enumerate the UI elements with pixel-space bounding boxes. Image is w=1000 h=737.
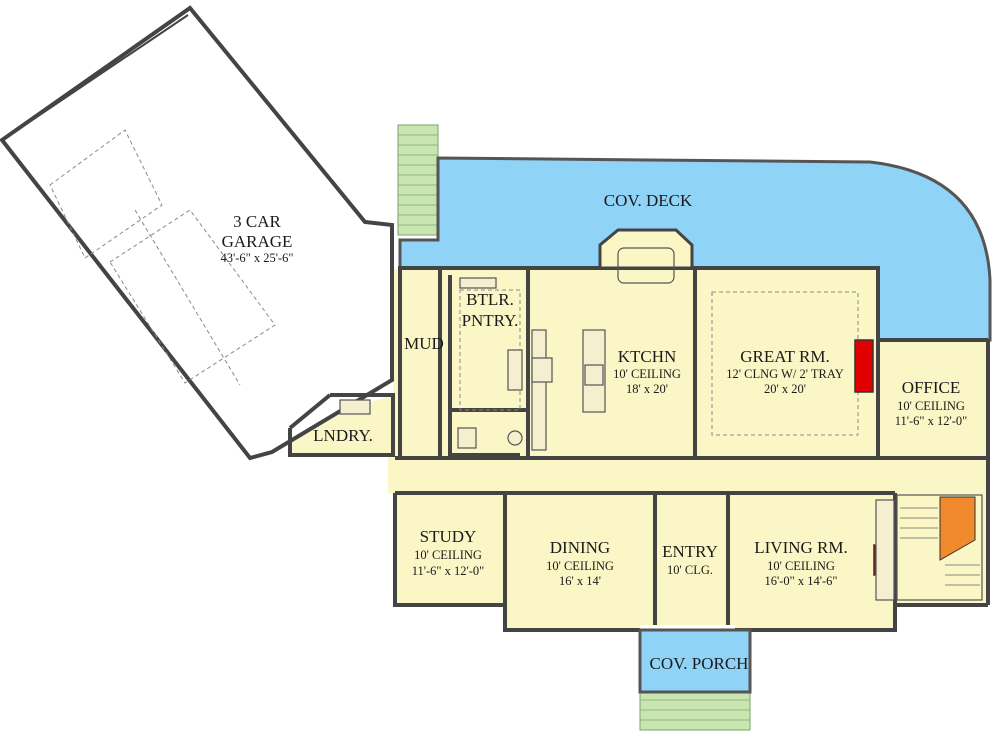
kitchen-size: 18' x 20' <box>626 382 668 396</box>
label-study: STUDY 10' CEILING 11'-6" x 12'-0" <box>412 527 485 578</box>
pantry-sink <box>507 349 523 391</box>
label-garage: 3 CAR GARAGE 43'-6" x 25'-6" <box>220 212 293 265</box>
office-name: OFFICE <box>902 378 961 397</box>
entry-name: ENTRY <box>662 542 718 561</box>
entry-ceiling: 10' CLG. <box>667 563 713 577</box>
garage <box>0 5 394 461</box>
study-name: STUDY <box>420 527 477 546</box>
covered-porch <box>638 628 752 731</box>
garage-name-2: GARAGE <box>222 232 293 251</box>
label-dining: DINING 10' CEILING 16' x 14' <box>546 538 614 588</box>
toilet <box>457 427 477 449</box>
label-kitchen: KTCHN 10' CEILING 18' x 20' <box>613 347 681 396</box>
great-name: GREAT RM. <box>740 347 829 366</box>
kitchen-counter <box>531 329 547 451</box>
study-size: 11'-6" x 12'-0" <box>412 564 485 578</box>
staircase <box>896 494 983 601</box>
great-ceiling: 12' CLNG W/ 2' TRAY <box>726 367 843 381</box>
kitchen-name: KTCHN <box>618 347 677 366</box>
porch-name: COV. PORCH <box>650 654 749 673</box>
kitchen-bay <box>598 228 694 270</box>
label-living-room: LIVING RM. 10' CEILING 16'-0" x 14'-6" <box>754 538 848 588</box>
bay-seat <box>617 247 675 284</box>
range <box>531 357 553 383</box>
living-ceiling: 10' CEILING <box>767 559 835 573</box>
laundry-machines <box>339 399 371 415</box>
walls <box>288 266 990 632</box>
mud-name: MUD <box>404 334 444 353</box>
deck-stairs <box>397 124 439 236</box>
main-floor <box>290 268 988 630</box>
laundry-name: LNDRY. <box>313 426 373 445</box>
dining-name: DINING <box>550 538 610 557</box>
label-office: OFFICE 10' CEILING 11'-6" x 12'-0" <box>895 378 968 428</box>
built-ins <box>875 499 895 601</box>
label-entry: ENTRY 10' CLG. <box>662 542 718 577</box>
pantry-counter <box>459 277 497 289</box>
butler-name: BTLR. <box>466 290 514 309</box>
kitchen-ceiling: 10' CEILING <box>613 367 681 381</box>
deck-name: COV. DECK <box>604 191 693 210</box>
office-size: 11'-6" x 12'-0" <box>895 414 968 428</box>
powder-sink <box>507 430 523 446</box>
dining-size: 16' x 14' <box>559 574 601 588</box>
dining-ceiling: 10' CEILING <box>546 559 614 573</box>
office-ceiling: 10' CEILING <box>897 399 965 413</box>
living-name: LIVING RM. <box>754 538 848 557</box>
study-ceiling: 10' CEILING <box>414 548 482 562</box>
island-sink <box>584 364 604 386</box>
garage-size: 43'-6" x 25'-6" <box>220 251 293 265</box>
fireplace-great-room <box>854 339 874 393</box>
garage-name: 3 CAR <box>233 212 281 231</box>
living-size: 16'-0" x 14'-6" <box>764 574 837 588</box>
label-great-room: GREAT RM. 12' CLNG W/ 2' TRAY 20' x 20' <box>726 347 843 396</box>
butler-name-2: PNTRY. <box>462 311 519 330</box>
great-size: 20' x 20' <box>764 382 806 396</box>
